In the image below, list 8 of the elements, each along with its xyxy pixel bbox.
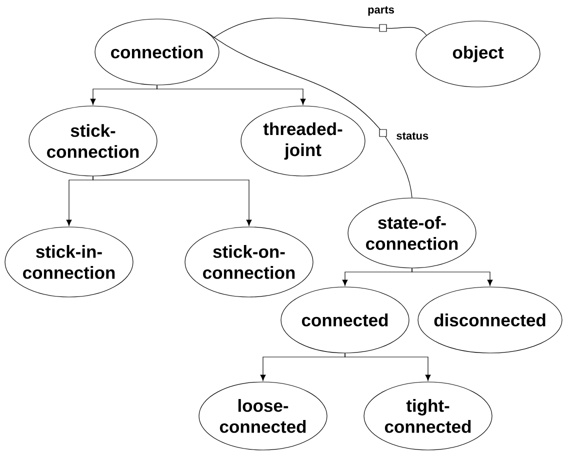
relation-line (206, 32, 412, 198)
edge-label: parts (368, 6, 394, 16)
relation-line (213, 18, 427, 38)
arrow (92, 176, 252, 226)
arrow (412, 268, 493, 286)
arrow (344, 353, 431, 381)
arrow (156, 85, 306, 105)
edge-label: status (396, 132, 428, 140)
